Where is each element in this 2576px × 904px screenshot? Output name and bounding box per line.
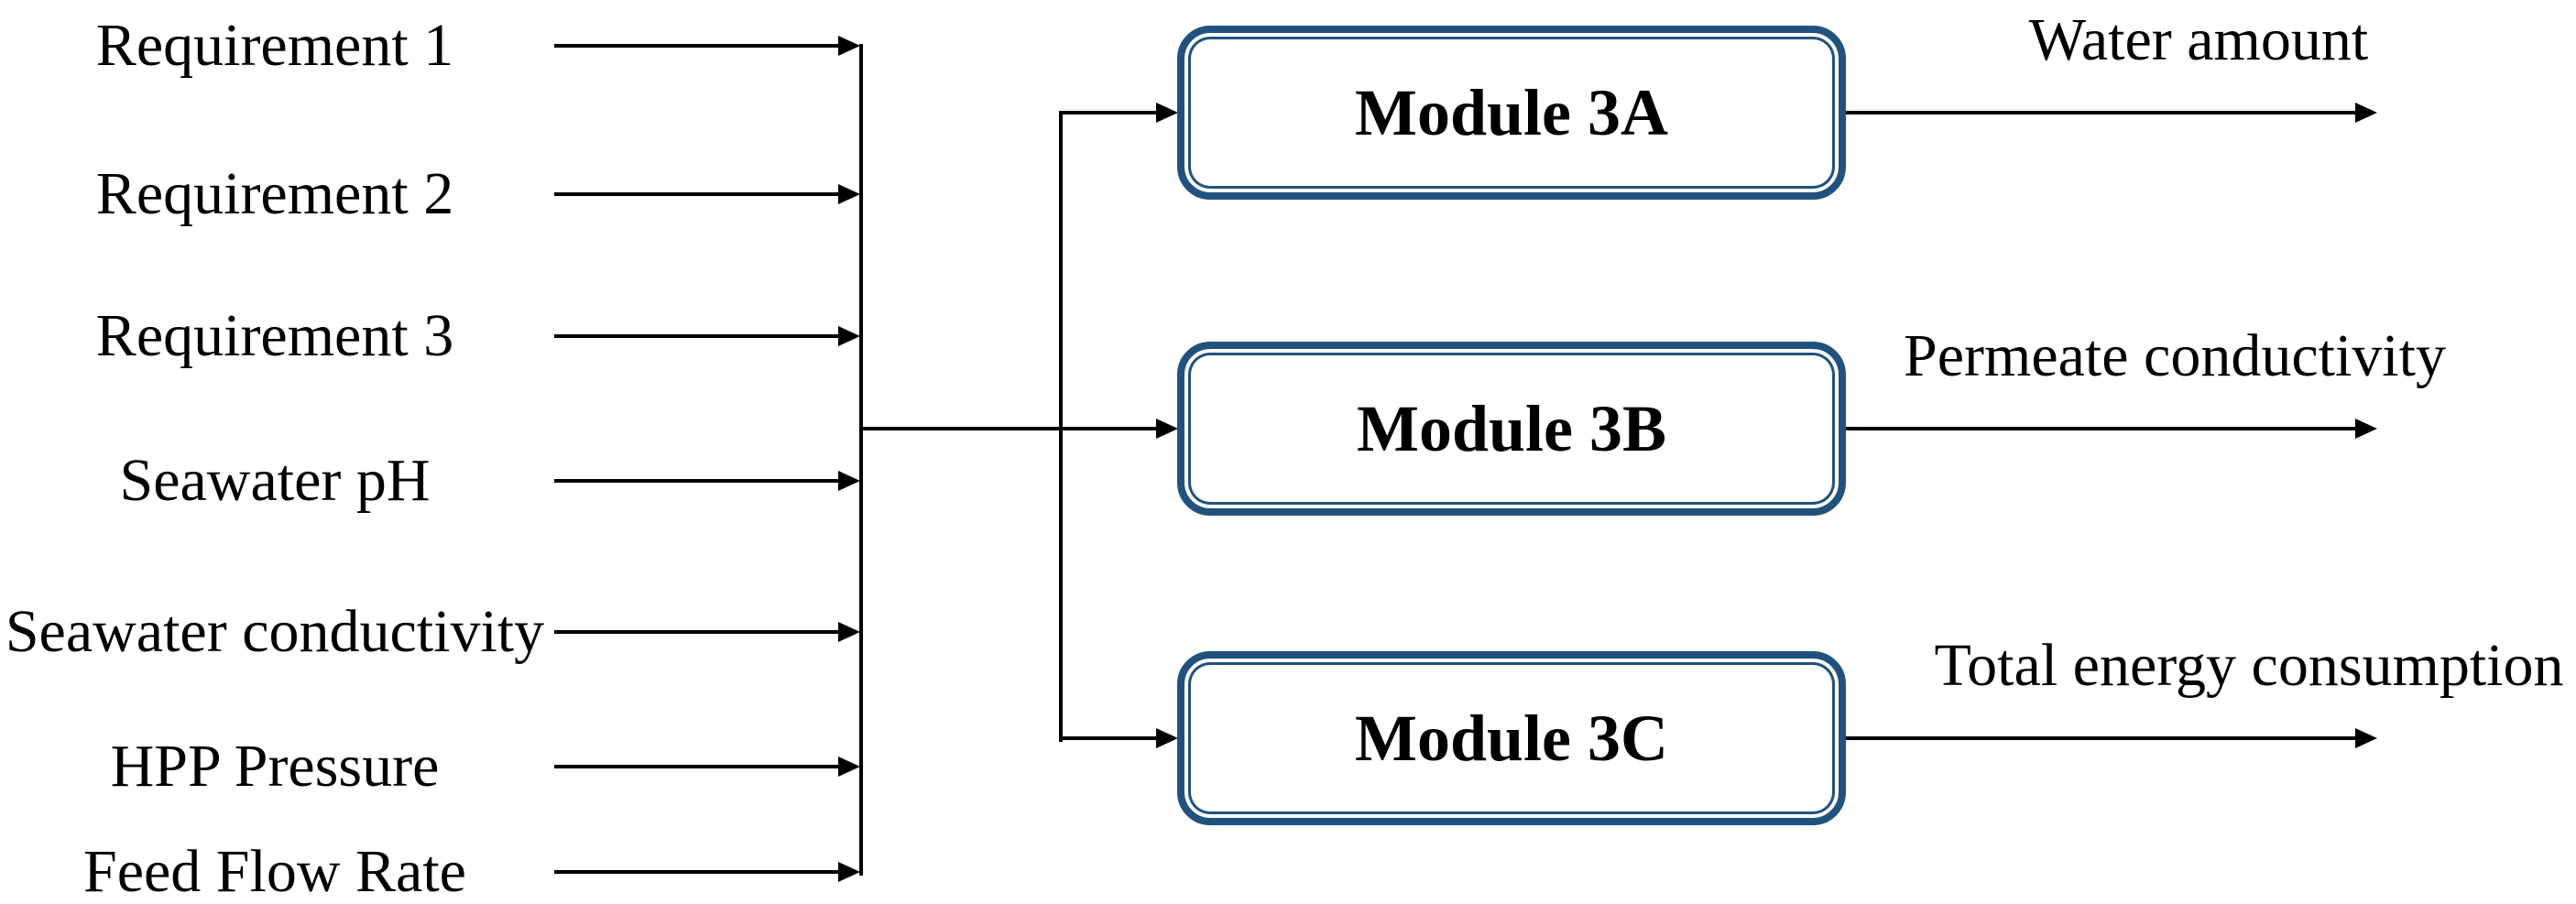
arrowhead-icon — [838, 471, 860, 491]
input-arrow-line — [554, 870, 840, 874]
output-label: Permeate conductivity — [1904, 322, 2446, 389]
input-arrow-line — [554, 765, 840, 768]
arrowhead-icon — [838, 862, 860, 882]
module-input-line — [1063, 736, 1156, 740]
input-arrow-line — [554, 479, 840, 483]
module-box: Module 3C — [1177, 651, 1846, 825]
arrowhead-icon — [2355, 103, 2377, 123]
output-label: Total energy consumption — [1934, 632, 2564, 699]
arrowhead-icon — [2355, 419, 2377, 439]
arrowhead-icon — [838, 184, 860, 204]
input-arrow-line — [554, 334, 840, 338]
arrowhead-icon — [1156, 728, 1178, 748]
input-arrow-line — [554, 44, 840, 48]
module-box: Module 3B — [1177, 342, 1846, 516]
arrowhead-icon — [838, 36, 860, 56]
output-arrow-line — [1846, 736, 2355, 740]
module-input-line — [1063, 427, 1156, 430]
arrowhead-icon — [1156, 419, 1178, 439]
arrowhead-icon — [838, 622, 860, 642]
input-arrow-line — [554, 630, 840, 634]
module-label: Module 3C — [1355, 702, 1668, 775]
input-label: Requirement 3 — [95, 302, 454, 369]
input-label: HPP Pressure — [110, 733, 440, 800]
input-label: Requirement 2 — [95, 160, 454, 227]
output-arrow-line — [1846, 427, 2355, 430]
output-label: Water amount — [2028, 6, 2369, 73]
output-arrow-line — [1846, 111, 2355, 114]
arrowhead-icon — [838, 757, 860, 777]
arrowhead-icon — [838, 326, 860, 346]
module-label: Module 3B — [1356, 392, 1667, 465]
input-label: Requirement 1 — [95, 12, 454, 79]
trunk-line — [859, 44, 863, 876]
module-box: Module 3A — [1177, 26, 1846, 200]
branch-line-horizontal — [861, 427, 1063, 430]
module-input-line — [1063, 111, 1156, 114]
input-label: Feed Flow Rate — [83, 838, 466, 904]
branch-line-vertical — [1059, 111, 1063, 742]
arrowhead-icon — [2355, 728, 2377, 748]
arrowhead-icon — [1156, 103, 1178, 123]
module-label: Module 3A — [1355, 76, 1668, 149]
input-arrow-line — [554, 192, 840, 196]
input-label: Seawater conductivity — [5, 598, 545, 665]
input-label: Seawater pH — [119, 447, 431, 514]
